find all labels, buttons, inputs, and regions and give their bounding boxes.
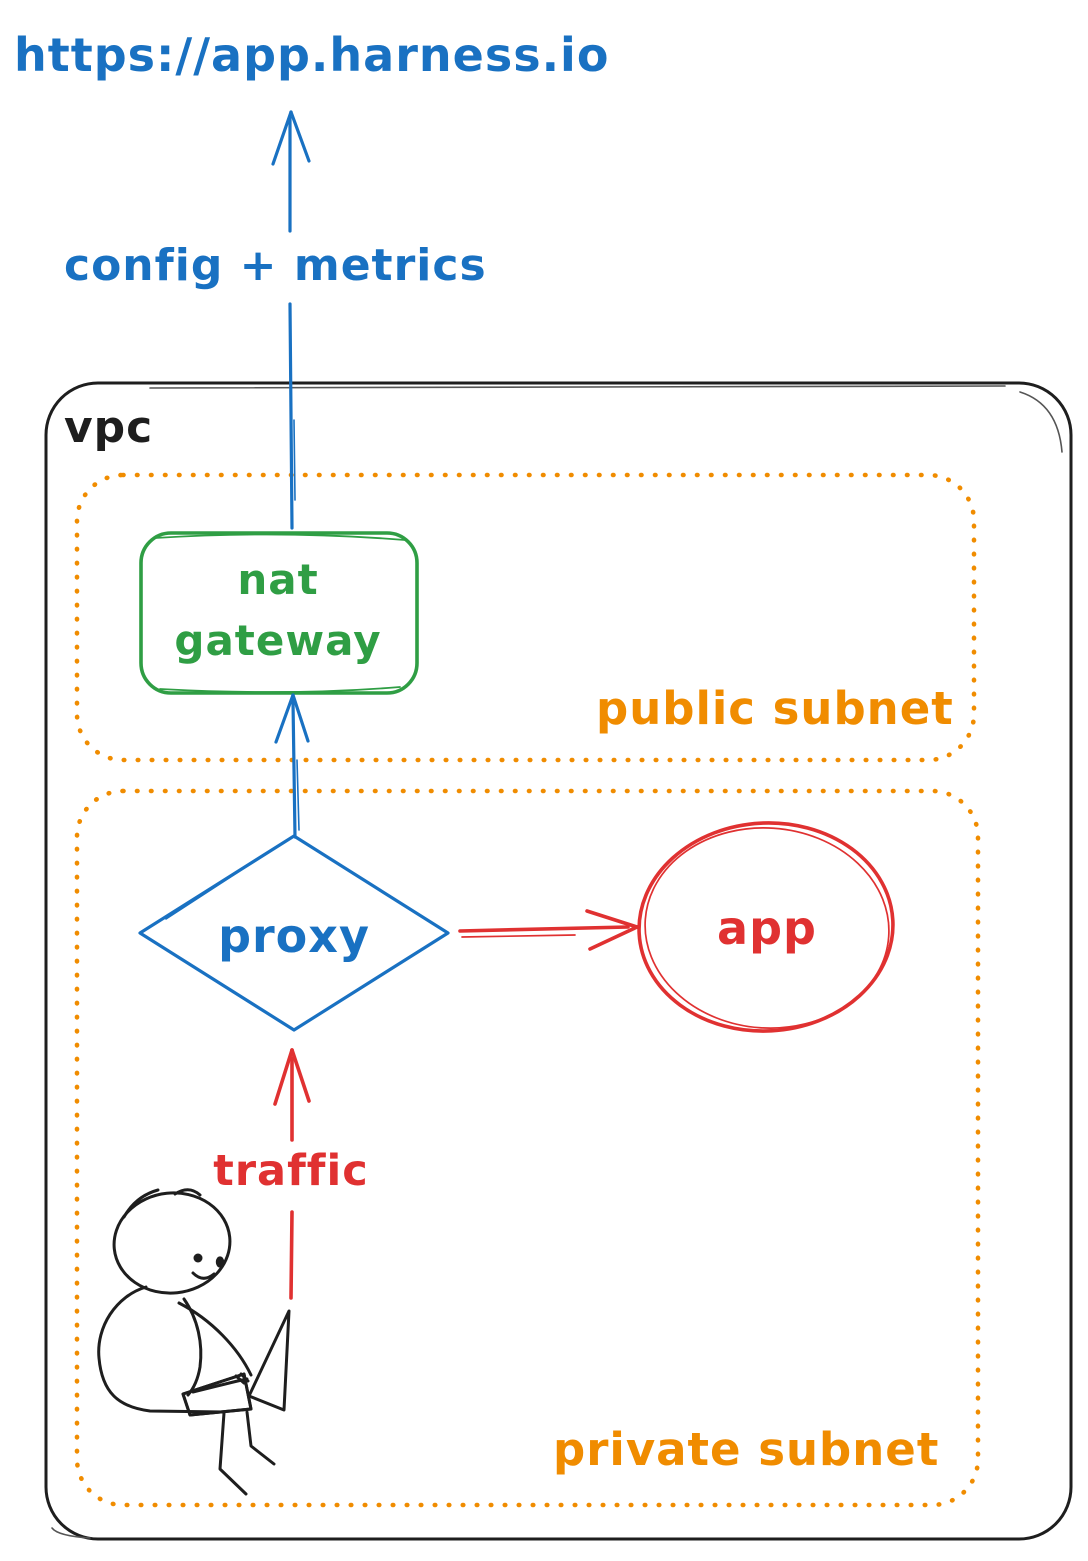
public-subnet-label: public subnet bbox=[596, 682, 954, 735]
nat-gateway-label-line1: nat bbox=[237, 555, 319, 604]
public-subnet-border bbox=[74, 472, 977, 763]
vpc-label: vpc bbox=[64, 402, 154, 453]
nat-gateway-label: nat gateway bbox=[139, 550, 417, 672]
config-metrics-arrow bbox=[271, 110, 311, 530]
private-subnet-border bbox=[74, 788, 981, 1508]
proxy-to-app-arrow bbox=[458, 909, 639, 951]
traffic-arrow bbox=[273, 1048, 311, 1300]
config-metrics-label: config + metrics bbox=[64, 240, 487, 291]
nat-gateway-label-line2: gateway bbox=[174, 615, 382, 665]
laptop-icon bbox=[181, 1309, 291, 1417]
person-figure bbox=[97, 1188, 291, 1496]
external-url-label: https://app.harness.io bbox=[14, 28, 610, 82]
nat-gateway-box bbox=[139, 531, 419, 695]
app-label: app bbox=[717, 901, 817, 955]
proxy-label: proxy bbox=[218, 909, 370, 963]
traffic-label: traffic bbox=[213, 1146, 369, 1196]
app-circle bbox=[637, 821, 895, 1033]
vpc-border bbox=[44, 381, 1073, 1541]
private-subnet-label: private subnet bbox=[553, 1423, 940, 1476]
proxy-to-nat-arrow bbox=[274, 693, 310, 839]
proxy-diamond bbox=[138, 834, 450, 1032]
